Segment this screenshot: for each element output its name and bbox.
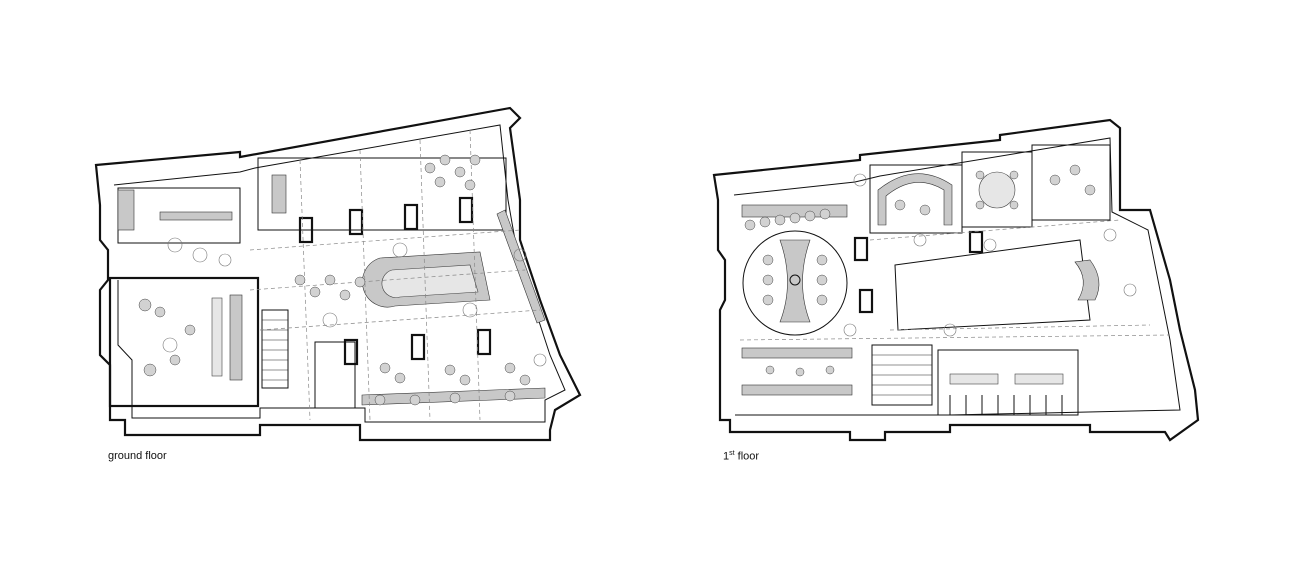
- side-counter: [271, 174, 287, 214]
- pillar: [298, 216, 314, 244]
- bench-upper-left: [159, 211, 233, 221]
- ground-floor-outer-wall: [94, 106, 582, 442]
- dashed-guides: [249, 129, 541, 421]
- atrium-void: [894, 239, 1091, 331]
- right-bench: [496, 209, 546, 324]
- ground-floor-inner-wall: [113, 124, 566, 423]
- first-seating: [744, 164, 1096, 377]
- pillar: [348, 208, 364, 236]
- lower-alcove: [314, 341, 356, 409]
- bar-counter: [229, 294, 243, 381]
- counter-block: [117, 189, 135, 231]
- first-floor-inner-wall: [733, 137, 1181, 416]
- dashed-guides: [739, 219, 1171, 341]
- upper-hall: [257, 157, 507, 231]
- round-table: [978, 171, 1016, 209]
- pillar: [343, 338, 359, 366]
- pillar: [403, 203, 419, 231]
- toilet-block: [937, 349, 1079, 416]
- caption-number: 1: [723, 450, 730, 463]
- washbasins-right: [1014, 373, 1064, 385]
- toilet-stalls: [949, 395, 1063, 415]
- pillar: [410, 333, 426, 361]
- ground-seating: [138, 154, 531, 406]
- pillar: [968, 230, 984, 254]
- bar-stools: [211, 297, 223, 377]
- washbasins-left: [949, 373, 999, 385]
- pillar: [476, 328, 492, 356]
- pillar: [458, 196, 474, 224]
- pillar: [853, 236, 869, 262]
- curved-bench: [877, 173, 953, 226]
- caption-word: floor: [734, 450, 760, 463]
- long-bench-upper: [741, 347, 853, 359]
- first-floor-outer-wall: [712, 118, 1200, 442]
- first-plants: [843, 173, 1137, 337]
- center-marker: [789, 274, 801, 286]
- ground-floor-caption: ground floor: [108, 450, 167, 462]
- first-stairs: [871, 344, 933, 406]
- sculpture: [1074, 259, 1100, 301]
- first-floor-caption: 1st floor: [723, 450, 759, 463]
- ground-plants: [162, 237, 547, 367]
- first-floor-plan: 1st floor: [650, 0, 1300, 579]
- ground-floor-drawing: [94, 106, 582, 442]
- pillar: [858, 288, 874, 314]
- corner-room: [1031, 144, 1111, 221]
- ground-floor-plan: ground floor: [94, 106, 582, 462]
- caption-superscript: st: [729, 450, 735, 457]
- central-bar-inner: [381, 264, 479, 298]
- round-seating-area: [742, 230, 848, 336]
- long-bench-lower: [741, 384, 853, 396]
- first-floor-drawing: [712, 118, 1200, 442]
- bar-room: [108, 276, 260, 408]
- central-sofa: [779, 239, 811, 323]
- ground-stairs: [261, 309, 289, 389]
